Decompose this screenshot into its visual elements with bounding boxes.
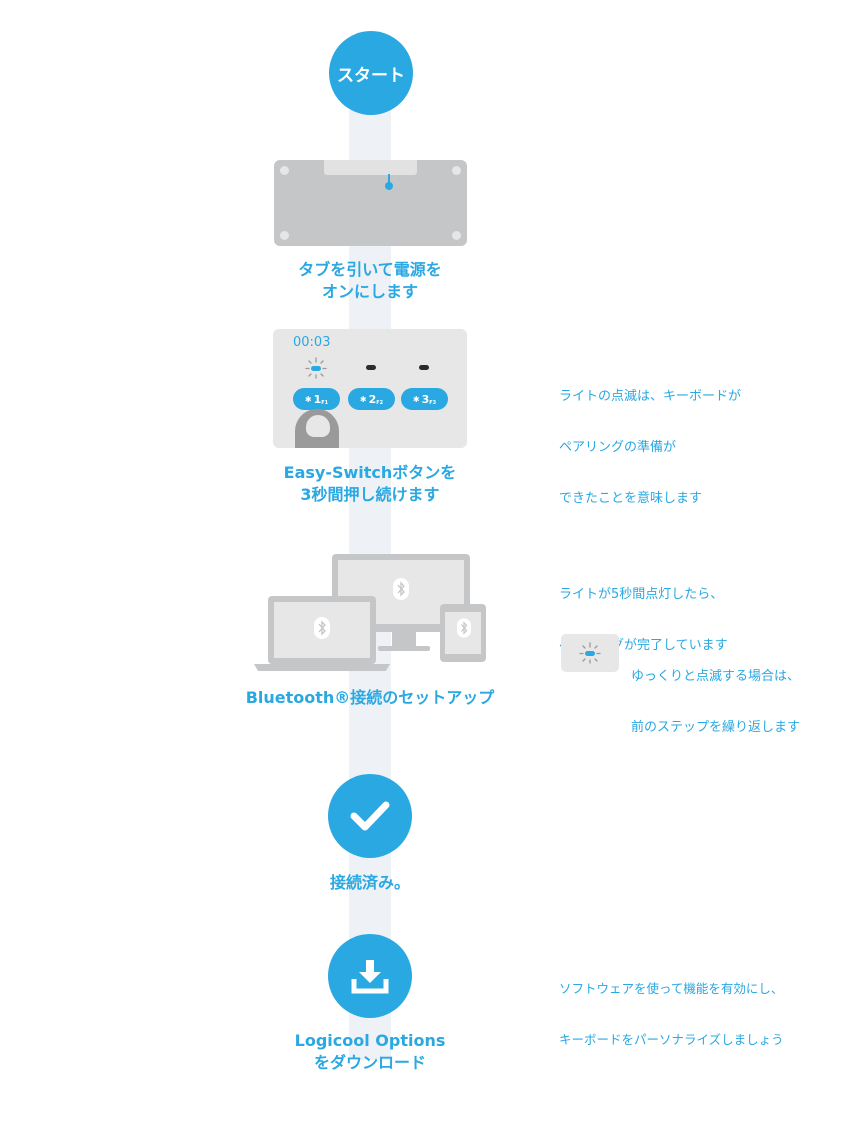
key-fkey: F1: [321, 400, 329, 406]
bluetooth-icon: ✱: [304, 394, 312, 404]
key-fkey: F3: [429, 400, 437, 406]
key-fkey: F2: [376, 400, 384, 406]
note-line: ライトの点滅は、キーボードが: [559, 389, 742, 404]
connected-circle: [328, 774, 412, 858]
screw: [280, 166, 289, 175]
blinking-light-icon: [305, 357, 327, 379]
connected-step-title: 接続済み。: [329, 873, 410, 892]
note-line: ペアリングの準備が: [559, 440, 677, 455]
note-blink: ライトの点滅は、キーボードが ペアリングの準備が できたことを意味します: [559, 354, 741, 524]
screw: [452, 166, 461, 175]
easy-switch-title-line: Easy-Switchボタンを: [283, 463, 457, 482]
start-circle: スタート: [329, 31, 413, 115]
download-title-line: Logicool Options: [294, 1031, 446, 1050]
key-number: 3: [421, 392, 430, 406]
download-title-line: をダウンロード: [313, 1053, 426, 1072]
bluetooth-icon: [393, 578, 409, 600]
power-title-line: タブを引いて電源を: [298, 260, 442, 279]
easy-switch-title-line: 3秒間押し続けます: [300, 485, 440, 504]
bluetooth-icon: [457, 618, 471, 638]
note-software: ソフトウェアを使って機能を有効にし、 キーボードをパーソナライズしましょう: [559, 946, 784, 1065]
easy-switch-key-3: ✱ 3 F3: [401, 388, 448, 410]
download-icon: [351, 960, 389, 994]
timer: 00:03: [293, 335, 331, 350]
key-number: 1: [313, 392, 322, 406]
screw: [452, 231, 461, 240]
note-line: できたことを意味します: [559, 491, 703, 506]
fingernail: [306, 415, 330, 437]
easy-switch-step-title: Easy-Switchボタンを 3秒間押し続けます: [200, 462, 540, 506]
download-circle[interactable]: [328, 934, 412, 1018]
bluetooth-icon: [314, 617, 330, 639]
key-number: 2: [368, 392, 377, 406]
led-line: [388, 174, 390, 186]
devices-illustration: [254, 554, 486, 671]
check-icon: [350, 801, 390, 831]
start-label: スタート: [337, 65, 405, 86]
led-off: [419, 365, 429, 370]
screw: [280, 231, 289, 240]
power-step-title: タブを引いて電源を オンにします: [200, 259, 540, 303]
power-led: [385, 182, 393, 190]
bluetooth-step-title: Bluetooth®接続のセットアップ: [245, 688, 495, 707]
easy-switch-key-1: ✱ 1 F1: [293, 388, 340, 410]
pull-tab: [324, 160, 417, 175]
note-line: 前のステップを繰り返します: [631, 720, 801, 735]
blinking-light-icon: [579, 642, 601, 664]
easy-switch-panel: 00:03 ✱ 1 F1 ✱ 2 F2 ✱ 3 F3: [273, 329, 467, 448]
note-line: ライトが5秒間点灯したら、: [559, 587, 724, 602]
easy-switch-key-2: ✱ 2 F2: [348, 388, 395, 410]
note-slow: ゆっくりと点滅する場合は、 前のステップを繰り返します: [631, 634, 800, 753]
power-title-line: オンにします: [321, 282, 418, 301]
note-line: キーボードをパーソナライズしましょう: [559, 1032, 784, 1047]
note-line: ソフトウェアを使って機能を有効にし、: [559, 981, 784, 996]
led-off: [366, 365, 376, 370]
bluetooth-icon: ✱: [412, 394, 420, 404]
note-line: ゆっくりと点滅する場合は、: [631, 669, 801, 684]
download-step-title: Logicool Options をダウンロード: [200, 1030, 540, 1074]
keyboard-illustration: [274, 160, 467, 246]
bluetooth-icon: ✱: [359, 394, 367, 404]
slow-blink-light-box: [561, 634, 619, 672]
